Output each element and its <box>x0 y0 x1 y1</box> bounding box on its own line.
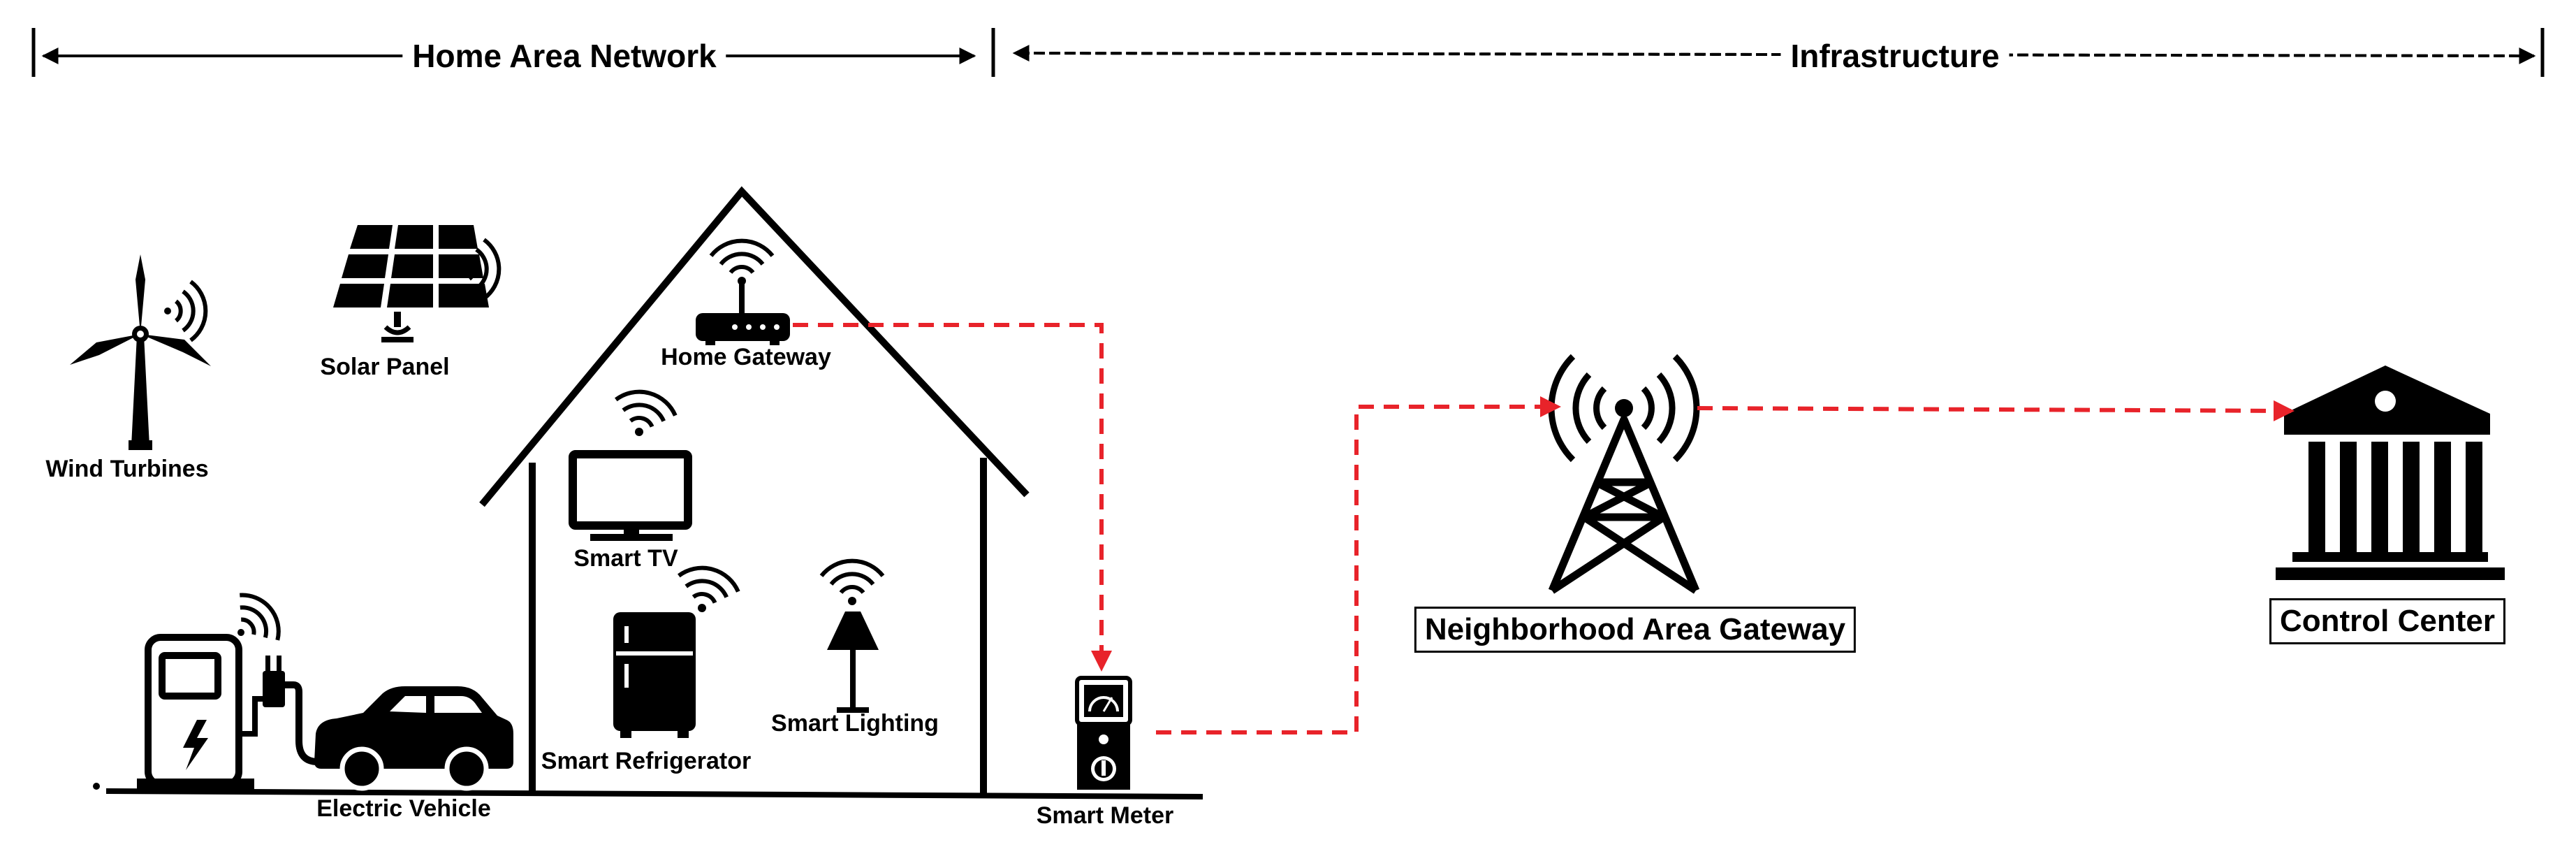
smart-tv-label: Smart TV <box>573 545 678 572</box>
link-tower-to-control-center <box>1697 400 2295 421</box>
electric-vehicle-label: Electric Vehicle <box>316 795 491 822</box>
smart-meter-label: Smart Meter <box>1036 802 1174 829</box>
control-center-label: Control Center <box>2269 598 2505 644</box>
wind-turbines-label: Wind Turbines <box>45 456 209 482</box>
solar-panel-label: Solar Panel <box>320 354 450 380</box>
wind-turbine-icon <box>70 254 211 450</box>
charging-station-icon <box>137 586 319 791</box>
wind-signal-icon <box>164 282 205 340</box>
header-infrastructure-label: Infrastructure <box>1780 40 2010 72</box>
tv-icon <box>569 385 692 541</box>
smart-lighting-label: Smart Lighting <box>771 710 939 737</box>
refrigerator-icon <box>613 561 742 738</box>
link-meter-to-tower <box>1156 396 1561 734</box>
header-infrastructure <box>1012 28 2545 77</box>
smart-meter-icon <box>1075 676 1132 790</box>
neighborhood-area-gateway-label: Neighborhood Area Gateway <box>1414 607 1857 653</box>
communication-links <box>793 323 2295 734</box>
link-gateway-to-meter <box>793 323 1112 672</box>
ground-line <box>105 788 1203 799</box>
router-icon <box>696 241 790 345</box>
home-gateway-label: Home Gateway <box>661 344 831 370</box>
cell-tower-icon <box>1548 354 1700 594</box>
header-home-area-network-label: Home Area Network <box>402 40 726 72</box>
solar-panel-icon <box>333 225 489 342</box>
car-icon <box>314 686 513 791</box>
control-center-icon <box>2276 366 2505 580</box>
lamp-icon <box>821 561 883 713</box>
smart-refrigerator-label: Smart Refrigerator <box>541 748 752 774</box>
house-outline <box>479 186 1030 795</box>
